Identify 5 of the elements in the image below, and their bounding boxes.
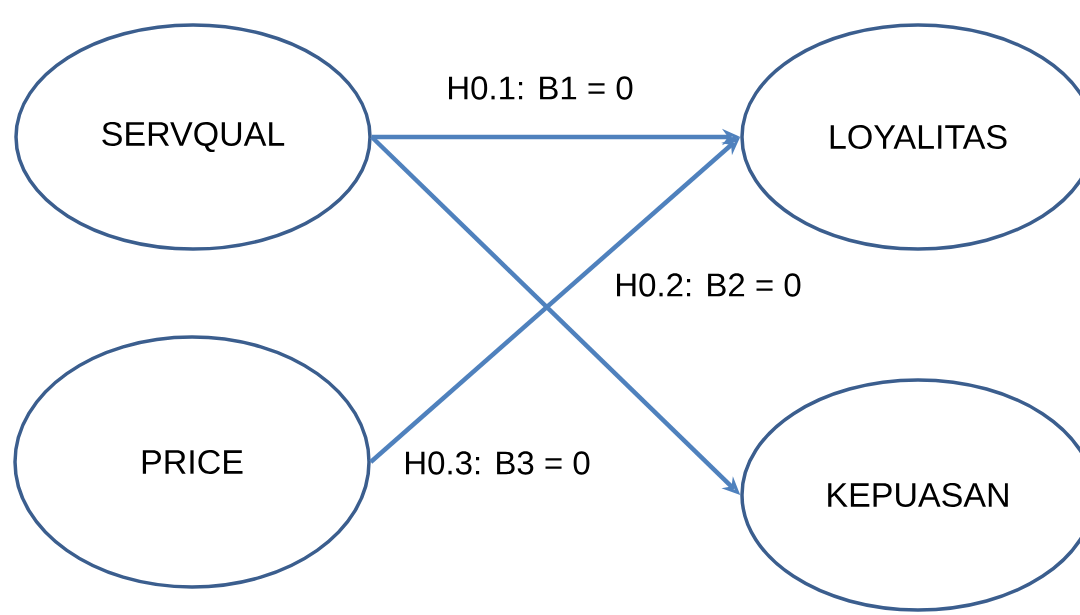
edge-label: H0.3: B3 = 0 <box>401 449 593 477</box>
ellipse-node: SERVQUAL <box>14 23 372 251</box>
edge-label: H0.2: B2 = 0 <box>612 271 804 299</box>
edge-label: H0.1: B1 = 0 <box>444 74 636 102</box>
ellipse-node: PRICE <box>13 335 371 589</box>
